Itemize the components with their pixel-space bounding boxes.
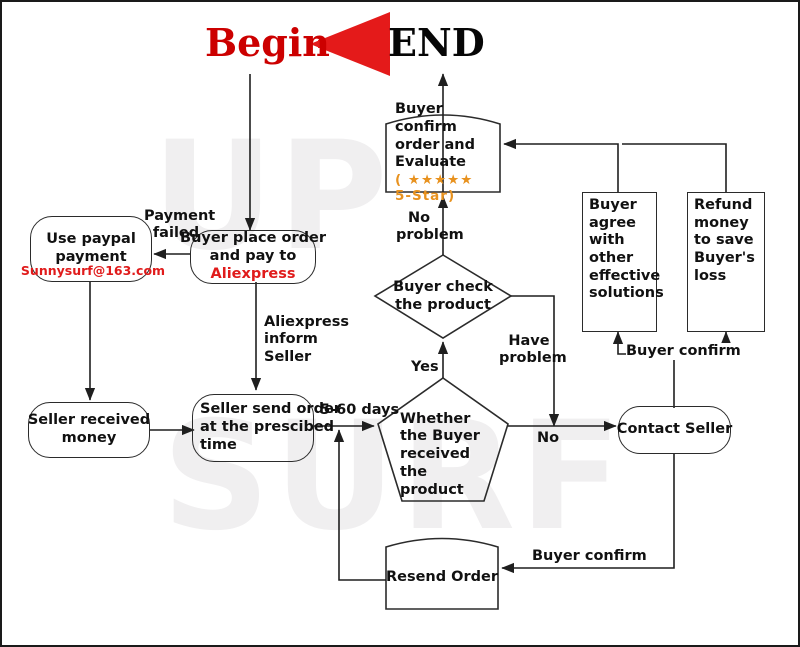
node-line: Seller received (27, 412, 151, 429)
node-line: money (61, 430, 117, 446)
node-text: Contact Seller (616, 421, 733, 438)
node-buyer-place-order[interactable]: Buyer place order and pay to Aliexpress (180, 230, 326, 284)
node-text: Buyer agree with other effective solutio… (589, 197, 664, 302)
edge-label-5-60-days: 5-60 days (320, 402, 400, 418)
edge-label-aliexpress-inform-seller: Aliexpress inform Seller (264, 314, 349, 365)
node-text: Resend Order (385, 569, 499, 586)
node-line: Evaluate (395, 154, 466, 171)
node-seller-received-money[interactable]: Seller received money (28, 402, 150, 458)
node-use-paypal-payment[interactable]: Use paypal payment Sunnysurf@163.com (21, 216, 165, 282)
node-line: the Buyer (400, 428, 480, 445)
edge-label-no-problem: No problem (396, 210, 464, 244)
edge-label-have-problem: Have problem (499, 333, 567, 367)
edge-label-yes: Yes (411, 359, 439, 375)
node-buyer-confirm-order[interactable]: Buyer confirm order and Evaluate ( ★★★★★… (388, 101, 500, 204)
node-line: payment (55, 249, 127, 265)
node-line: Buyer place order (180, 230, 326, 247)
title-begin: Begin (205, 20, 330, 65)
node-line-aliexpress: Aliexpress (210, 265, 296, 282)
node-line: time (200, 436, 237, 453)
edge-label-no: No (537, 430, 560, 446)
node-contact-seller[interactable]: Contact Seller (616, 406, 733, 454)
node-resend-order[interactable]: Resend Order (386, 547, 498, 609)
node-line: Seller send order (200, 401, 341, 418)
paypal-email: Sunnysurf@163.com (20, 263, 166, 278)
node-line: Use paypal (46, 231, 136, 248)
node-refund-money[interactable]: Refund money to save Buyer's loss (687, 192, 765, 332)
node-line: received (400, 446, 471, 463)
edge-label-buyer-confirm-top: Buyer confirm (626, 343, 741, 361)
node-line: order and (395, 136, 476, 153)
node-seller-send-order[interactable]: Seller send order at the prescibed time (192, 394, 341, 462)
edge-label-payment-failed: Payment failed (144, 208, 216, 242)
node-line: the product (400, 463, 464, 498)
rating-5-star: ( ★★★★★ 5-Star) (395, 171, 474, 205)
node-whether-buyer-received[interactable]: Whether the Buyer received the product (400, 410, 492, 498)
node-line: at the prescibed (200, 419, 335, 436)
node-line: and pay to (209, 248, 297, 265)
node-line: the product (395, 297, 491, 313)
node-buyer-agree[interactable]: Buyer agree with other effective solutio… (582, 192, 664, 332)
node-line: Buyer check (393, 279, 493, 296)
node-line: Whether (400, 410, 471, 427)
node-buyer-check-product[interactable]: Buyer check the product (383, 275, 503, 319)
node-text: Refund money to save Buyer's loss (694, 197, 755, 284)
edge-label-buyer-confirm-bottom: Buyer confirm (532, 548, 647, 564)
title-end: END (388, 20, 485, 65)
node-line: Buyer confirm (395, 101, 457, 135)
